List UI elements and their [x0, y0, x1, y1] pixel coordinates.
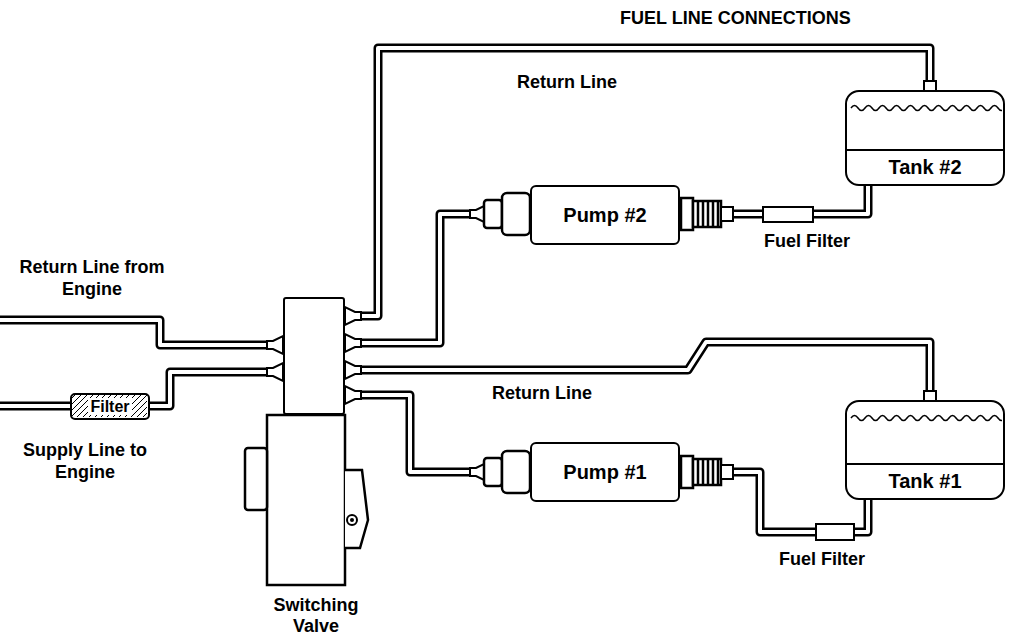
- filter-name: Filter: [88, 398, 131, 416]
- valve-name: Switching Valve: [251, 595, 381, 636]
- liquid-wave: [851, 416, 1002, 421]
- tank-band: Tank #1: [847, 463, 1003, 498]
- coupling-rib: [702, 459, 705, 485]
- flare-fitting: [345, 307, 361, 325]
- line-label: Return Line from Engine: [12, 257, 172, 300]
- fuel-filter: Filter: [70, 393, 150, 420]
- pump-outlet: [681, 456, 693, 488]
- hose-clamp: [721, 207, 733, 221]
- liquid-surface: [847, 402, 1002, 432]
- switching-valve: Switching Valve: [283, 297, 345, 415]
- pipe-bore: [814, 186, 868, 214]
- fuel-line: [855, 500, 868, 532]
- valve-bolt: [347, 515, 357, 525]
- fuel-pump: Pump #2: [530, 185, 680, 245]
- pipe-bore: [0, 404, 70, 408]
- coupling-rib: [702, 201, 705, 227]
- fuel-line: [814, 186, 868, 214]
- tank-band: Tank #2: [847, 149, 1003, 184]
- coupling-rib: [697, 201, 700, 227]
- fuel-tank: Tank #2: [845, 90, 1005, 186]
- filter-name: Fuel Filter: [764, 231, 850, 252]
- pipe-outline: [0, 320, 283, 345]
- fuel-line: [345, 342, 930, 400]
- hose-coupling: [693, 459, 721, 485]
- flare-fitting: [267, 363, 283, 381]
- valve-housing: [267, 415, 345, 585]
- coupling-rib: [712, 459, 715, 485]
- tank-name: Tank #2: [889, 156, 962, 179]
- pump-cap: [484, 458, 502, 486]
- pump-outlet: [681, 198, 693, 230]
- line-label: Return Line: [490, 383, 594, 404]
- pipe-bore: [345, 342, 930, 400]
- pipe-bore: [345, 48, 930, 316]
- hatch-stroke: [144, 395, 147, 417]
- fuel-tank: Tank #1: [845, 400, 1005, 500]
- pump-cap: [502, 451, 530, 493]
- hose-clamp: [721, 465, 733, 479]
- tank-name: Tank #1: [889, 470, 962, 493]
- engine-return-pipe: [0, 320, 283, 345]
- valve-bolt: [350, 518, 354, 522]
- fuel-pump: Pump #1: [530, 442, 680, 502]
- fuel-filter: Fuel Filter: [815, 523, 855, 541]
- pump-cap: [484, 200, 502, 228]
- fuel-filter: Fuel Filter: [762, 206, 814, 223]
- pipe-outline: [0, 402, 70, 411]
- pump-name: Pump #1: [563, 461, 646, 484]
- fuel-line: [345, 48, 930, 316]
- pipe-bore: [0, 320, 283, 345]
- hose-coupling: [693, 201, 721, 227]
- pipe-outline: [855, 500, 868, 532]
- pipe-bore: [855, 500, 868, 532]
- valve-bracket: [345, 470, 368, 548]
- pipe-outline: [814, 186, 868, 214]
- pump-cap: [502, 193, 530, 235]
- coupling-rib: [697, 459, 700, 485]
- fuel-line: [150, 372, 283, 406]
- pipe-outline: [345, 342, 930, 400]
- flare-fitting: [345, 334, 361, 352]
- flare-fitting: [345, 386, 361, 404]
- line-label: Supply Line to Engine: [10, 440, 160, 483]
- valve-knob: [245, 448, 267, 510]
- pump-name: Pump #2: [563, 204, 646, 227]
- line-label: Return Line: [515, 72, 619, 93]
- coupling-rib: [712, 201, 715, 227]
- coupling-rib: [707, 201, 710, 227]
- pipe-outline: [345, 48, 930, 316]
- liquid-surface: [847, 92, 1002, 122]
- hatch-stroke: [132, 395, 147, 417]
- flare-fitting: [267, 336, 283, 354]
- hatch-stroke: [138, 395, 147, 417]
- coupling-rib: [707, 459, 710, 485]
- engine-supply-pipe: [0, 406, 70, 407]
- flare-fitting: [345, 361, 361, 379]
- pipe-outline: [150, 372, 283, 406]
- liquid-wave: [851, 106, 1002, 111]
- diagram-title: FUEL LINE CONNECTIONS: [620, 8, 851, 29]
- pipe-bore: [150, 372, 283, 406]
- coupling-rib: [717, 459, 720, 485]
- filter-name: Fuel Filter: [779, 549, 865, 570]
- coupling-rib: [717, 201, 720, 227]
